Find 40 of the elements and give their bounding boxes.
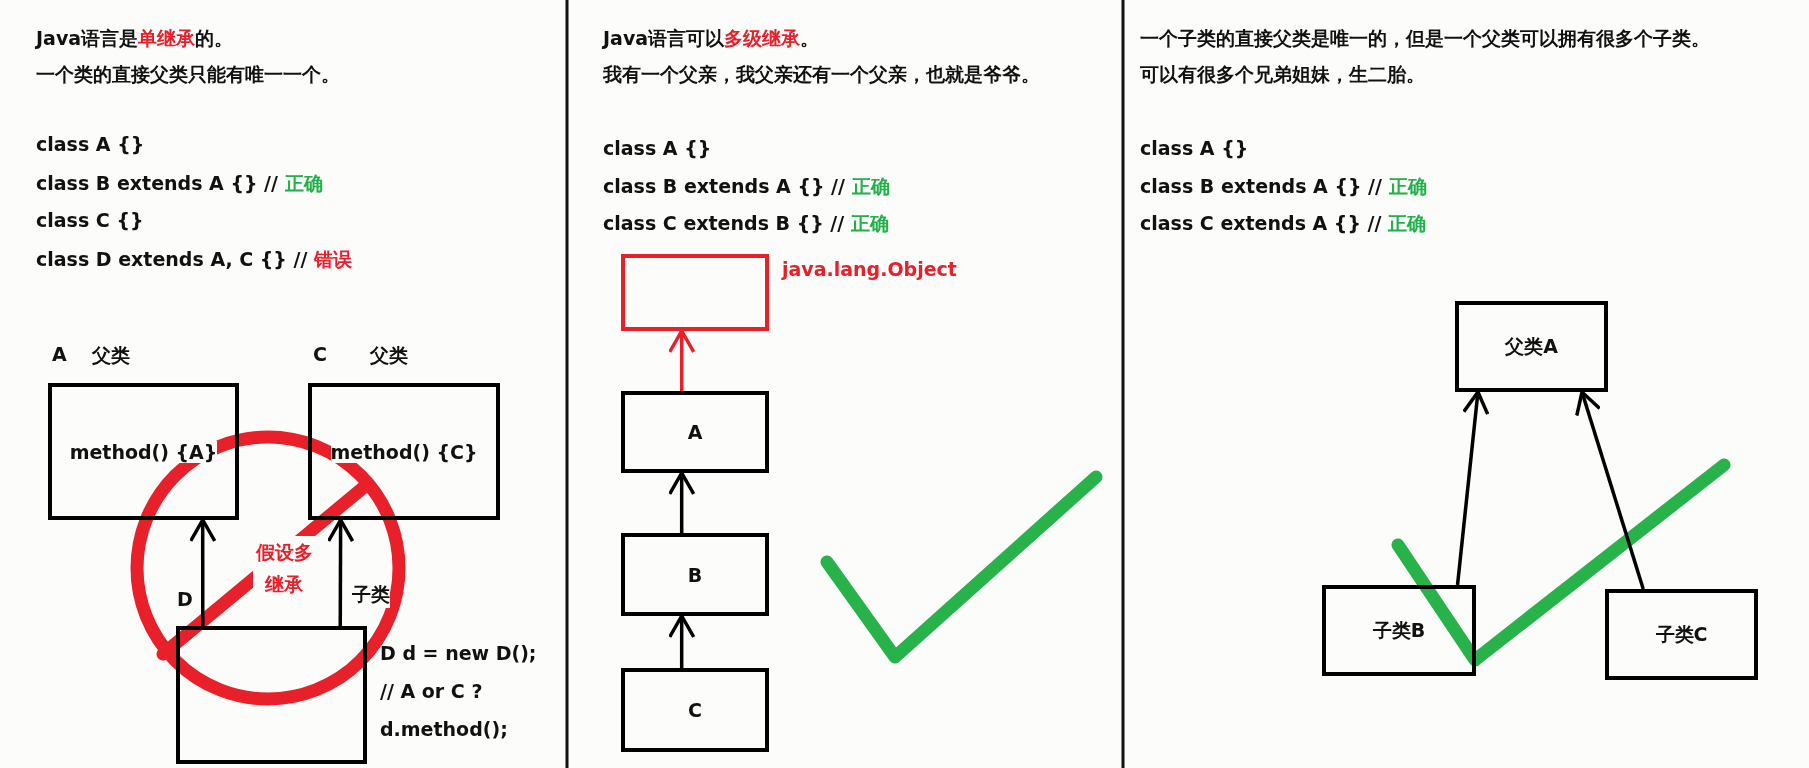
text-line: 可以有很多个兄弟姐妹，生二胎。 <box>1140 62 1425 87</box>
arrow <box>667 614 696 668</box>
class-heading: C <box>313 343 327 365</box>
arrow <box>667 329 696 391</box>
class-box: A <box>621 391 769 473</box>
text-line: Java语言可以多级继承。 <box>603 26 820 51</box>
code-note: // A or C ? <box>380 680 483 702</box>
text-line: Java语言是单继承的。 <box>36 26 234 51</box>
text-line: class A {} <box>603 137 712 159</box>
code-note: d.method(); <box>380 718 508 740</box>
class-box: C <box>621 668 769 752</box>
code-note: D d = new D(); <box>380 642 537 664</box>
arrow <box>188 518 217 626</box>
class-heading: 父类 <box>92 343 130 368</box>
text-line: class B extends A {} // 正确 <box>603 174 890 199</box>
method-label: method() {A} <box>69 440 218 463</box>
code-note: java.lang.Object <box>782 258 957 280</box>
text-line: 一个类的直接父类只能有唯一一个。 <box>36 62 340 87</box>
class-box: B <box>621 533 769 616</box>
text-line: 我有一个父亲，我父亲还有一个父亲，也就是爷爷。 <box>603 62 1040 87</box>
arrow <box>1575 390 1645 590</box>
class-box: 父类A <box>1455 301 1608 392</box>
arrow <box>326 518 355 626</box>
class-box: 子类B <box>1322 585 1476 676</box>
class-heading: 父类 <box>370 343 408 368</box>
text-line: class B extends A {} // 正确 <box>36 171 323 196</box>
text-line: class A {} <box>1140 137 1249 159</box>
text-line: 一个子类的直接父类是唯一的，但是一个父类可以拥有很多个子类。 <box>1140 26 1710 51</box>
arrow <box>1455 390 1490 586</box>
text-line: class B extends A {} // 正确 <box>1140 174 1427 199</box>
text-line: class C {} <box>36 209 144 231</box>
arrow <box>667 471 696 533</box>
class-box: 子类C <box>1605 589 1758 680</box>
class-heading: D <box>177 588 193 610</box>
text-line: class A {} <box>36 133 145 155</box>
text-line: class D extends A, C {} // 错误 <box>36 247 352 272</box>
class-heading: A <box>52 343 67 365</box>
text-line: class C extends B {} // 正确 <box>603 211 889 236</box>
edge-label: 子类 <box>352 582 390 608</box>
text-line: class C extends A {} // 正确 <box>1140 211 1427 236</box>
